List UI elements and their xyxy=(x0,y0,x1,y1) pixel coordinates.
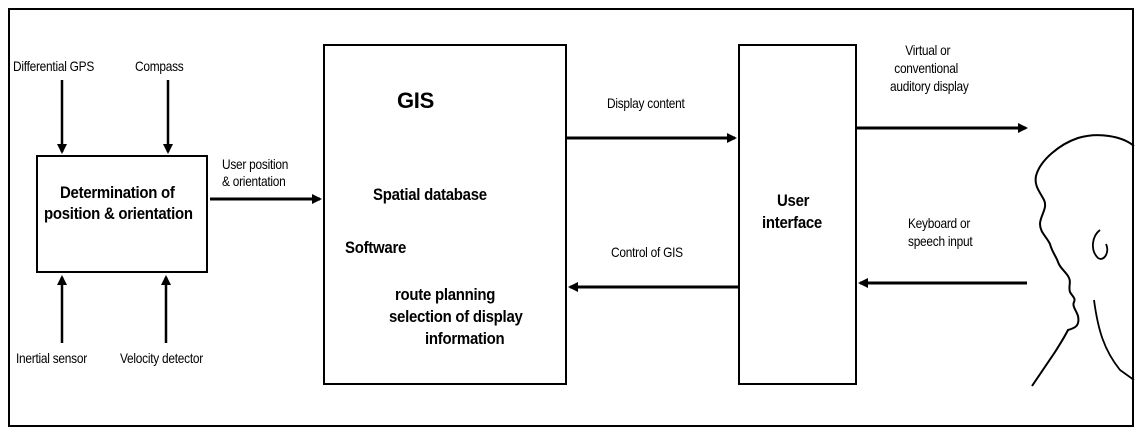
user-position-label-line1: User position xyxy=(222,156,289,172)
differential-gps-label: Differential GPS xyxy=(13,58,95,74)
user-head-icon xyxy=(1031,134,1135,387)
user-interface-label-line1: User xyxy=(777,191,810,210)
inertial-sensor-label: Inertial sensor xyxy=(16,350,87,366)
auditory-display-line2: conventional xyxy=(894,60,959,76)
user-ear-icon xyxy=(1092,229,1109,260)
determination-label-line1: Determination of xyxy=(60,183,175,202)
spatial-database-label: Spatial database xyxy=(373,185,487,204)
velocity-detector-label: Velocity detector xyxy=(120,350,203,366)
user-interface-label-line2: interface xyxy=(762,213,822,232)
keyboard-speech-line2: speech input xyxy=(908,233,973,249)
auditory-display-label: Virtual or conventional auditory display xyxy=(890,41,969,95)
user-position-label: User position & orientation xyxy=(222,156,288,190)
keyboard-speech-label: Keyboard or speech input xyxy=(908,214,973,250)
information-label: information xyxy=(425,329,505,348)
gis-title: GIS xyxy=(397,88,434,113)
gis-box: GIS Spatial database Software route plan… xyxy=(323,44,567,385)
determination-box: Determination of position & orientation xyxy=(36,155,208,273)
user-position-label-line2: & orientation xyxy=(222,173,286,189)
diagram-frame xyxy=(8,8,1134,427)
user-neck-icon xyxy=(1093,299,1135,381)
auditory-display-line1: Virtual or xyxy=(905,42,951,58)
display-content-label: Display content xyxy=(607,95,685,111)
user-interface-box: User interface xyxy=(738,44,857,385)
selection-of-display-label: selection of display xyxy=(389,307,523,326)
route-planning-label: route planning xyxy=(395,285,496,304)
auditory-display-line3: auditory display xyxy=(890,78,969,94)
determination-label-line2: position & orientation xyxy=(44,204,193,223)
compass-label: Compass xyxy=(135,58,184,74)
software-label: Software xyxy=(345,238,407,257)
control-of-gis-label: Control of GIS xyxy=(611,244,683,260)
keyboard-speech-line1: Keyboard or xyxy=(908,215,971,231)
